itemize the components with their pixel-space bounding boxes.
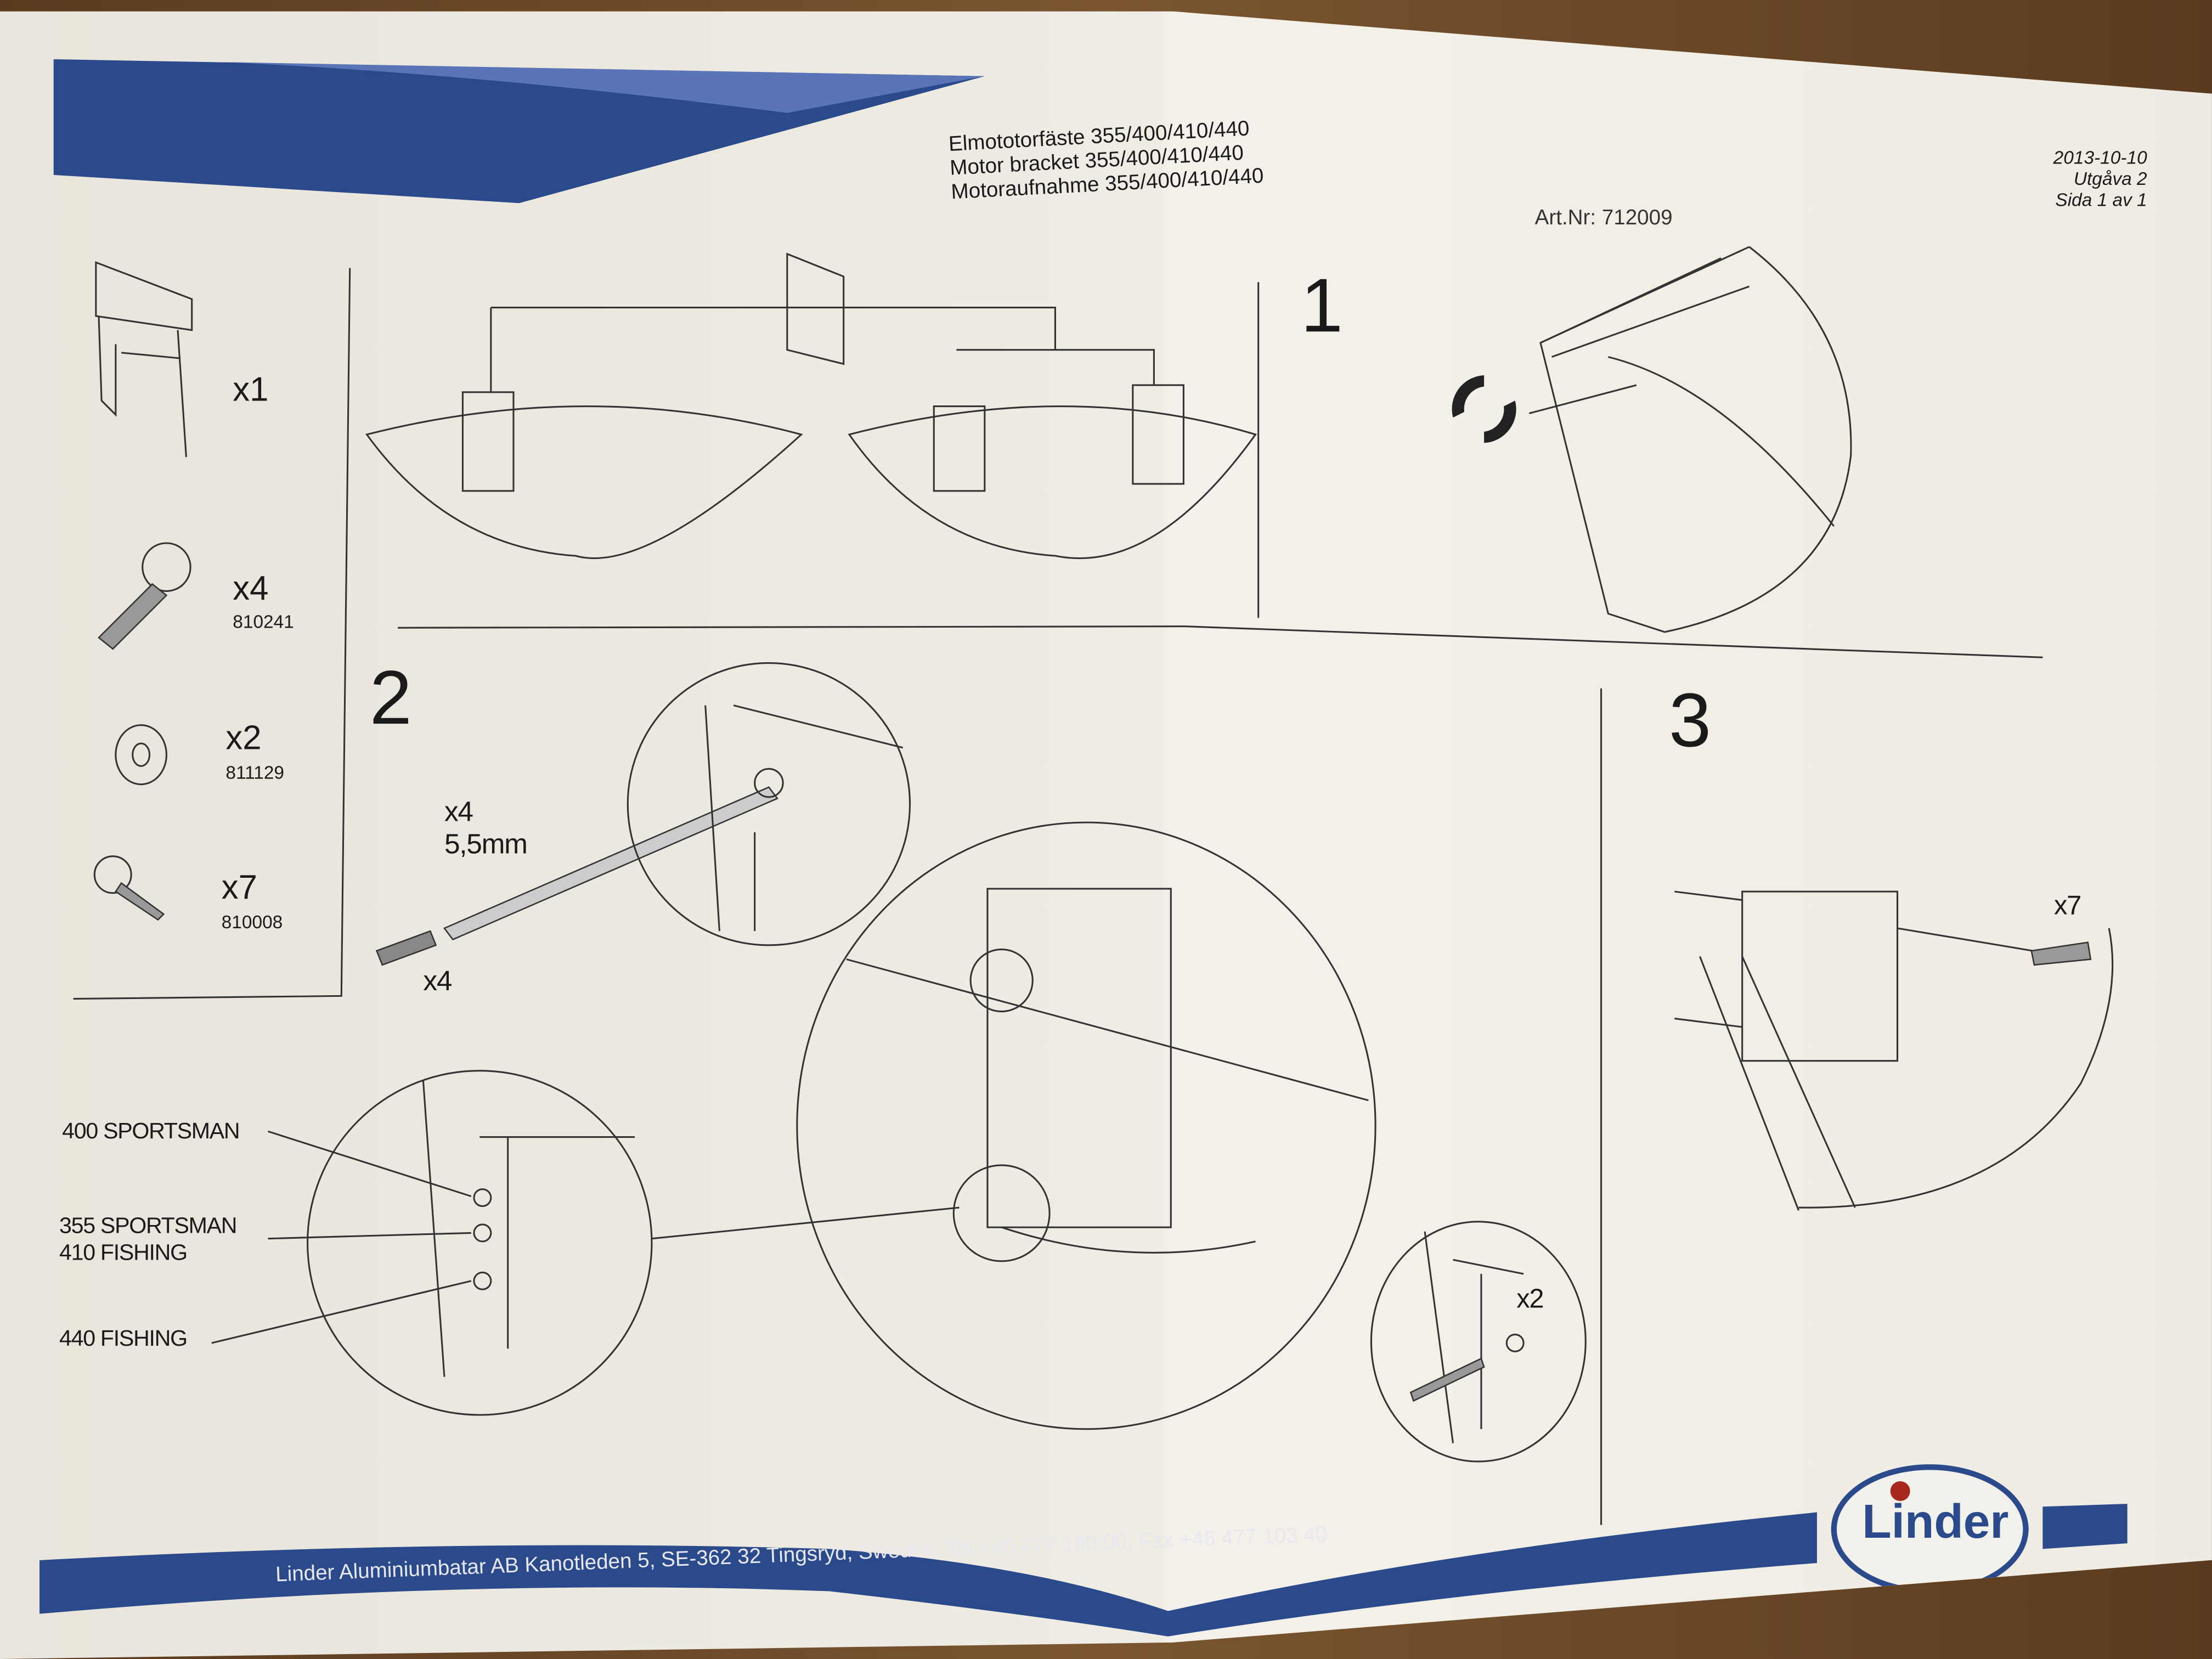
logo-text: Linder [1862,1495,2009,1549]
drill-qty: x4 [444,797,473,828]
parts-list-border [73,268,351,1000]
step-3-number: 3 [1668,678,1712,764]
drill-size: 5,5mm [444,829,528,861]
step-3-detail-circle [1674,890,2114,1211]
part-code: 810241 [233,611,294,632]
step-2-number: 2 [369,656,412,741]
logo-dot [1890,1481,1910,1501]
step-1-number: 1 [1300,263,1344,349]
boat-transom-diagram-1 [365,252,1257,560]
washer-icon [115,724,167,786]
hole-label-355-sportsman: 355 SPORTSMAN [59,1214,238,1239]
footer-band [39,1504,2128,1637]
date: 2013-10-10 [2053,146,2147,168]
bolt-washer-detail-circle [1370,1221,1587,1463]
part-code: 811129 [225,761,285,783]
part-qty: x2 [225,719,262,758]
hole-label-440-fishing: 440 FISHING [59,1327,188,1352]
edition: Utgåva 2 [2073,167,2147,189]
instruction-sheet: Elmototorfäste 355/400/410/440 Motor bra… [0,11,2212,1659]
bolt-icon [98,542,191,650]
hole-label-410-fishing: 410 FISHING [59,1241,188,1266]
bracket-mount-circle [796,821,1376,1430]
linder-logo: Linder [1831,1464,2029,1594]
header-banner [53,59,985,204]
bolt-qty: x4 [423,966,452,997]
hole-selection-circle [211,1070,960,1416]
screw-qty: x7 [2053,891,2081,922]
step-3-divider [1600,688,1602,1525]
step-1-detail-circle [1529,246,1852,633]
document-meta: 2013-10-10 Utgåva 2 Sida 1 av 1 [1975,146,2147,210]
part-qty: x4 [233,569,269,608]
part-code: 810008 [221,911,283,933]
rotate-icon [1452,375,1516,443]
hole-detail-circle [627,662,911,946]
section-divider [398,282,2043,658]
page-number: Sida 1 av 1 [2055,189,2147,211]
drill-bit-diagram [375,786,778,966]
article-number: Art.Nr: 712009 [1534,206,1673,230]
part-qty: x7 [221,868,257,907]
hole-label-400-sportsman: 400 SPORTSMAN [62,1120,240,1144]
washer-qty: x2 [1516,1285,1544,1315]
screw-icon [93,855,165,921]
bracket-icon [95,261,193,458]
part-qty: x1 [233,371,269,409]
